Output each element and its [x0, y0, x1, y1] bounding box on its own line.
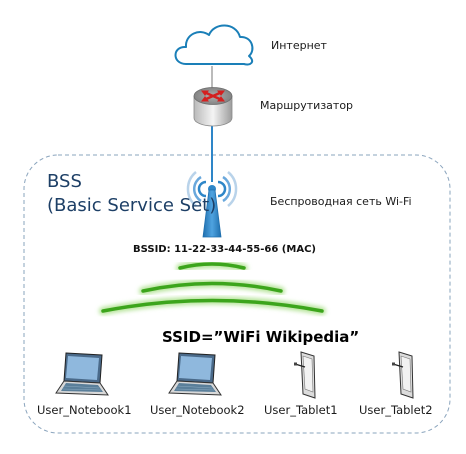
wifi-signal-waves: [99, 260, 326, 315]
bssid-label: BSSID: 11-22-33-44-55-66 (MAC): [133, 244, 316, 255]
bss-subtitle: (Basic Service Set): [47, 195, 216, 216]
tablet-icon: [392, 351, 414, 399]
laptop-icon: [55, 352, 109, 396]
bss-area: [23, 154, 451, 434]
tablet-icon: [294, 351, 316, 399]
ssid-label: SSID=”WiFi Wikipedia”: [162, 328, 359, 346]
device-label: User_Notebook2: [150, 403, 245, 417]
router-label: Маршрутизатор: [260, 99, 353, 112]
bss-title: BSS: [47, 171, 82, 192]
device-label: User_Tablet1: [264, 403, 338, 417]
router-icon: [193, 87, 233, 127]
access-point-antenna-icon: [186, 171, 238, 238]
device-label: User_Tablet2: [359, 403, 433, 417]
cloud-icon: [174, 24, 254, 66]
laptop-icon: [168, 352, 222, 396]
device-label: User_Notebook1: [37, 403, 132, 417]
internet-label: Интернет: [271, 39, 328, 52]
wifi-network-label: Беспроводная сеть Wi-Fi: [270, 195, 412, 208]
